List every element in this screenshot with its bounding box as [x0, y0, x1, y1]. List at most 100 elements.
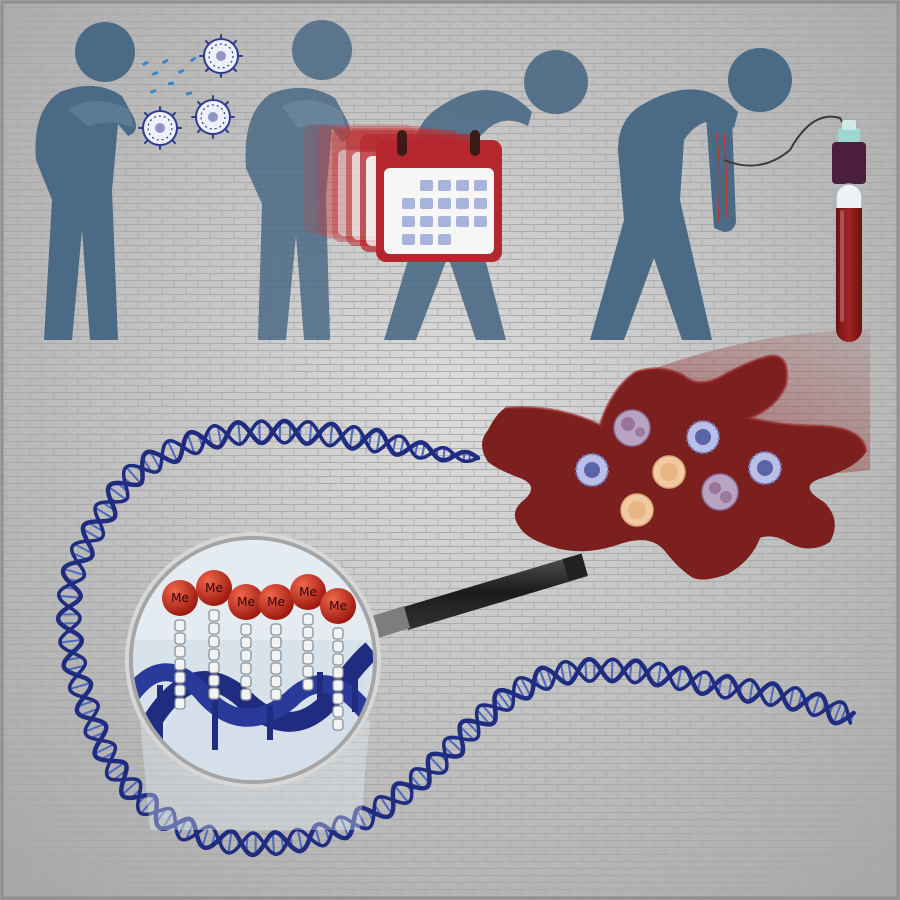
- dna-base-pair: [140, 796, 157, 815]
- methyl-label: Me: [299, 585, 317, 599]
- methyl-chain-link: [332, 653, 344, 666]
- virus-particle-icon: [138, 106, 182, 150]
- methyl-chain-link: [332, 627, 344, 640]
- dna-base-pair: [356, 809, 368, 830]
- methyl-chain-link: [208, 635, 220, 648]
- dna-base-pair: [106, 761, 125, 776]
- dna-base-pair: [82, 528, 101, 540]
- cough-droplets: [141, 56, 197, 96]
- immune-cell-icon: [701, 473, 739, 511]
- methyl-chain-link: [174, 619, 186, 632]
- methyl-chain-link: [302, 613, 314, 626]
- methyl-label: Me: [171, 591, 189, 605]
- methyl-chain-link: [302, 665, 314, 678]
- dna-base-pair: [227, 830, 233, 854]
- methyl-chain-link: [240, 636, 252, 649]
- dna-base-pair: [446, 737, 464, 754]
- methyl-chain-link: [332, 640, 344, 653]
- methyl-chain-link: [208, 661, 220, 674]
- dna-base-pair: [177, 818, 188, 837]
- virus-particle-icon: [191, 95, 235, 139]
- calendar-icon: [376, 130, 502, 262]
- dna-base-pair: [94, 506, 114, 520]
- blood-tube-icon: [832, 120, 866, 343]
- methyl-chain-link: [302, 678, 314, 691]
- dna-base-pair: [769, 683, 775, 706]
- methyl-chain-link: [332, 718, 344, 731]
- methyl-chain-link: [240, 623, 252, 636]
- dna-base-pair: [74, 543, 93, 555]
- dna-base-pair: [832, 701, 843, 723]
- methyl-chain-link: [208, 687, 220, 700]
- dna-base-pair: [94, 743, 115, 755]
- dna-base-pair: [348, 426, 354, 449]
- methyl-chain-link: [332, 705, 344, 718]
- methyl-chain-link: [240, 688, 252, 701]
- immune-cell-icon: [620, 493, 654, 527]
- methyl-group: [162, 580, 198, 616]
- dna-base-pair: [237, 422, 242, 445]
- methyl-chain-link: [174, 697, 186, 710]
- dna-base-pair: [84, 722, 106, 733]
- dna-base-pair: [788, 687, 795, 709]
- methyl-chain-link: [240, 649, 252, 662]
- immune-cell-icon: [686, 420, 720, 454]
- virus-particle-icon: [199, 34, 243, 78]
- methyl-label: Me: [205, 581, 223, 595]
- methyl-chain-link: [270, 649, 282, 662]
- methyl-group: [228, 584, 264, 620]
- methyl-group: [258, 584, 294, 620]
- methyl-chain-link: [174, 645, 186, 658]
- dna-base-pair: [296, 829, 304, 851]
- methyl-chain-link: [208, 648, 220, 661]
- dna-base-pair: [308, 422, 313, 444]
- methyl-chain-link: [332, 692, 344, 705]
- dna-base-pair: [125, 466, 142, 485]
- methyl-label: Me: [329, 599, 347, 613]
- dna-base-pair: [811, 693, 821, 716]
- dna-base-pair: [186, 433, 196, 454]
- methyl-chain-link: [270, 675, 282, 688]
- calendar-stack: [304, 124, 502, 262]
- methyl-chain-link: [302, 639, 314, 652]
- dna-base-pair: [696, 672, 703, 692]
- immune-cell-icon: [613, 409, 651, 447]
- immune-cell-icon: [575, 453, 609, 487]
- dna-base-pair: [149, 451, 161, 469]
- dna-base-pair: [271, 833, 276, 854]
- patient-person-icon: [590, 48, 792, 340]
- methyl-chain-link: [174, 632, 186, 645]
- standing-person-icon: [245, 20, 352, 340]
- dna-base-pair: [416, 768, 430, 784]
- dna-base-pair: [496, 690, 512, 710]
- methyl-group: [196, 570, 232, 606]
- methyl-chain-link: [302, 626, 314, 639]
- dna-base-pair: [258, 421, 261, 443]
- dna-base-pair: [201, 826, 210, 847]
- dna-base-pair: [65, 664, 85, 671]
- methyl-label: Me: [237, 595, 255, 609]
- dna-base-pair: [216, 426, 223, 446]
- methyl-chain-link: [240, 675, 252, 688]
- dna-base-pair: [58, 594, 81, 599]
- methyl-group: [290, 574, 326, 610]
- dna-base-pair: [108, 485, 127, 501]
- methyl-chain-link: [270, 623, 282, 636]
- methyl-chain-link: [240, 662, 252, 675]
- methyl-chain-link: [332, 679, 344, 692]
- dna-base-pair: [748, 680, 754, 702]
- dna-base-pair: [79, 707, 99, 717]
- dna-base-pair: [161, 810, 175, 830]
- methyl-chains: [174, 609, 344, 731]
- dna-base-pair: [428, 755, 445, 773]
- dna-base-pair: [567, 662, 573, 682]
- dna-base-pair: [584, 660, 588, 681]
- methyl-chain-link: [174, 671, 186, 684]
- dna-base-pair: [59, 638, 82, 644]
- dna-base-pair: [656, 663, 663, 686]
- dna-base-pair: [375, 431, 382, 452]
- methyl-chain-link: [270, 688, 282, 701]
- dna-base-pair: [559, 663, 566, 683]
